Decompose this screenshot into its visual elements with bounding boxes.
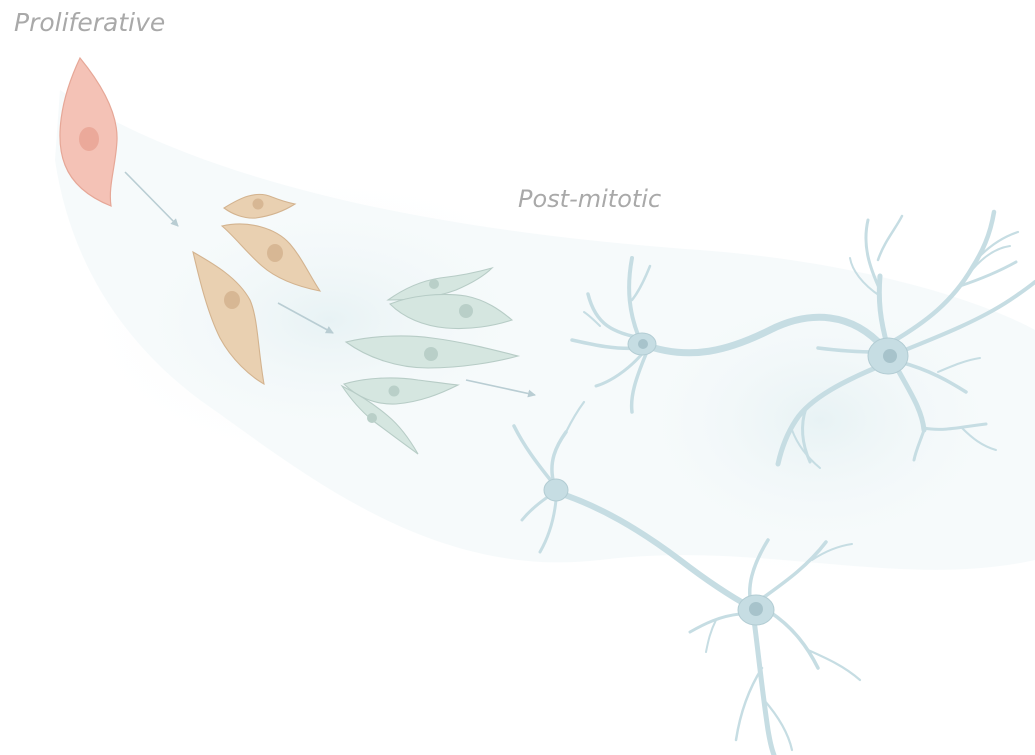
progenitor-nucleus bbox=[79, 127, 99, 151]
label-proliferative: Proliferative bbox=[14, 10, 165, 35]
label-post-mitotic: Post-mitotic bbox=[518, 187, 661, 211]
neuron-soma bbox=[544, 479, 568, 501]
